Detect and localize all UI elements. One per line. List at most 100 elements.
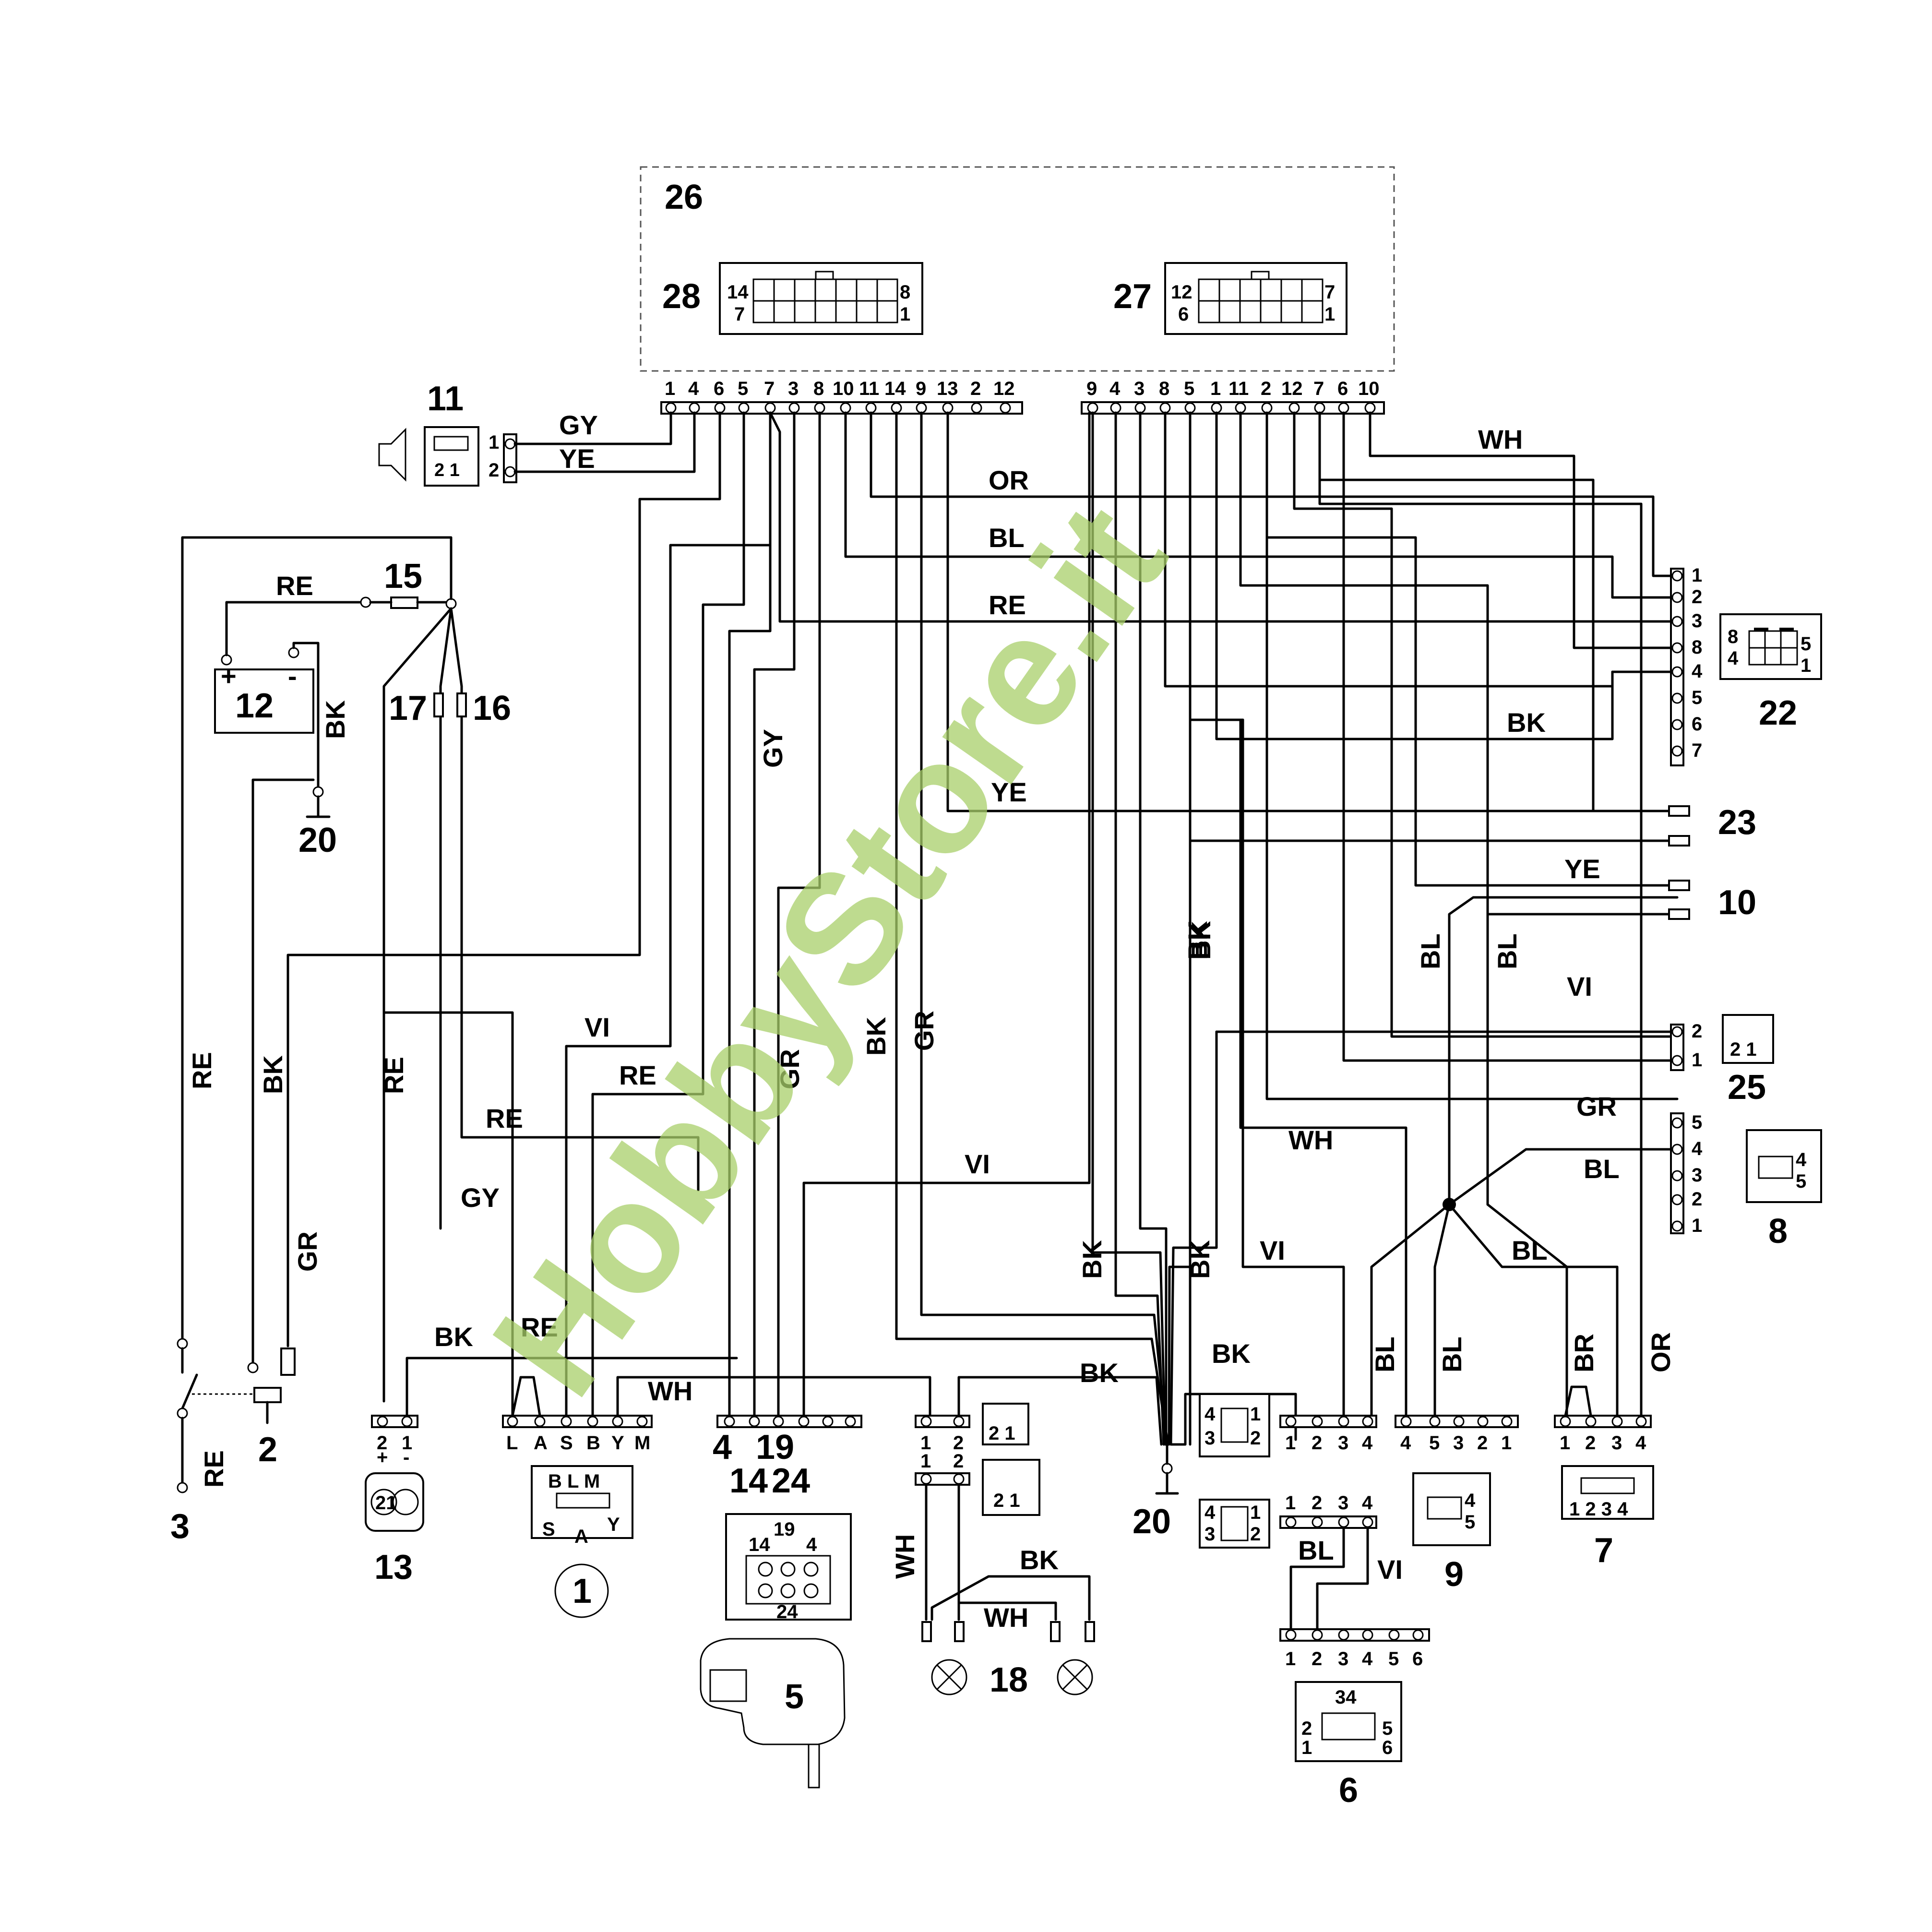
wire-vi-1234 (1241, 718, 1345, 1417)
c13-plus: + (377, 1447, 388, 1468)
c1-pin-A: A (534, 1432, 548, 1454)
c6-bot-pin-6: 6 (1412, 1648, 1423, 1670)
terminal-strip-left (660, 401, 1023, 415)
c6-pin-1: 1 (1285, 1492, 1296, 1514)
c1-plug-y: Y (607, 1514, 620, 1535)
wire-25-2 (1342, 411, 1679, 1062)
c22-plug-8: 8 (1728, 626, 1738, 647)
wire-fuse17-down (439, 607, 453, 1230)
label-23: 23 (1718, 803, 1756, 842)
wire-label: YE (1564, 854, 1600, 884)
pin-label: 1 (1210, 378, 1221, 399)
label-18: 18 (990, 1661, 1028, 1699)
wire-label: BL (1370, 1336, 1400, 1372)
terminal-strip-left-labels: 1 4 6 5 7 3 8 10 11 14 9 13 2 12 (665, 378, 1015, 399)
fuse-15 (390, 596, 418, 609)
wire-bl-junction-up (1448, 896, 1679, 1206)
wire-ye-horn (513, 411, 696, 473)
bulb-terminals (921, 1621, 1095, 1642)
wire-label: BL (1512, 1235, 1548, 1265)
wire-re-battery (225, 601, 364, 656)
pin-label: 11 (1228, 378, 1249, 399)
instrument-panel-outline (640, 166, 1395, 372)
wire-label: WH (890, 1534, 920, 1579)
wire-re-jumper (511, 1376, 541, 1417)
pin-label: 2 (970, 378, 981, 399)
c1-pin-B: B (586, 1432, 600, 1454)
terminal (360, 596, 371, 608)
plug-1: 1 (1250, 1404, 1261, 1425)
c1-pin-M: M (634, 1432, 650, 1454)
c22-pin-4: 4 (1692, 661, 1703, 682)
wire-label: BL (1298, 1535, 1334, 1565)
terminal-strip-right (1081, 401, 1385, 415)
c1-plug-a: A (574, 1526, 588, 1547)
c6-plug-6: 6 (1382, 1737, 1393, 1758)
wire-label: RE (486, 1103, 523, 1133)
key-switch-3 (177, 1338, 254, 1493)
label-24: 24 (772, 1462, 810, 1500)
pin-label: 4 (1109, 378, 1121, 399)
c28-pin-1: 1 (900, 304, 910, 325)
pin-label: 11 (859, 378, 879, 399)
c5-plug-4: 4 (806, 1534, 817, 1555)
c22-pin-6: 6 (1692, 714, 1702, 735)
c7-pin-4: 4 (1635, 1432, 1646, 1454)
wire-bundle-b (1239, 411, 1489, 1033)
wire-gr-14 (777, 411, 821, 1417)
c5-plug-14: 14 (749, 1534, 770, 1555)
wire-label: BK (1182, 921, 1213, 960)
label-16: 16 (473, 689, 511, 727)
wire-label: GR (775, 1049, 805, 1089)
wire-label: BL (1415, 933, 1445, 969)
c18-bot-pin-1: 1 (920, 1451, 931, 1472)
battery-minus: - (288, 661, 297, 691)
pin-label: 1 (665, 378, 675, 399)
c7-pin-2: 2 (1585, 1432, 1596, 1454)
label-28: 28 (662, 277, 701, 316)
c6-bot-pin-5: 5 (1388, 1648, 1399, 1670)
wire-bl-6 (1289, 1527, 1345, 1631)
connector-9: 4 5 3 2 1 4 5 (1395, 1415, 1519, 1546)
label-9: 9 (1444, 1555, 1464, 1594)
wire-label: GR (909, 1011, 939, 1051)
battery-12: 12 + - (214, 647, 314, 734)
c28-pin-14: 14 (727, 282, 749, 303)
wire-label: GR (292, 1231, 322, 1272)
ground-bundle-20 (895, 411, 1297, 1495)
connector-6: 4 3 1 2 1 2 3 4 1 2 3 4 5 6 34 2 1 5 6 (1199, 1492, 1430, 1762)
label-2: 2 (258, 1431, 277, 1469)
pin-label: 8 (813, 378, 824, 399)
wire-label: VI (1260, 1235, 1285, 1265)
c6-pin-3: 3 (1338, 1492, 1348, 1514)
c8-pin-1: 1 (1692, 1215, 1702, 1236)
wire-gr-8 (1265, 536, 1679, 1100)
c11-pin-2: 2 (489, 460, 499, 481)
wire-label: BK (1020, 1545, 1059, 1575)
pin-label: 9 (1086, 378, 1097, 399)
pin-2: 2 (1312, 1432, 1322, 1454)
connector-27: 12 6 7 1 (1164, 262, 1348, 335)
c22-plug-4: 4 (1728, 648, 1739, 669)
plug-2: 2 (1250, 1524, 1261, 1545)
pin-label: 3 (1134, 378, 1145, 399)
c6-bot-pin-1: 1 (1285, 1648, 1296, 1670)
connector-1234: 1 2 3 4 4 3 1 2 (1199, 1393, 1377, 1457)
label-15: 15 (384, 557, 422, 596)
wire-vi-25 (1293, 411, 1679, 1038)
c11-pin-1: 1 (489, 432, 499, 453)
wire-re-main (181, 536, 453, 1340)
c8-pin-3: 3 (1692, 1165, 1702, 1186)
c11-plug-label: 2 1 (434, 460, 460, 480)
relay-2 (247, 1348, 296, 1424)
c13-plug: 21 (375, 1492, 397, 1514)
label-8: 8 (1768, 1212, 1788, 1251)
wire-wh-18 (957, 1601, 1057, 1621)
pin-label: 4 (688, 378, 699, 399)
wire-gy-horn (513, 411, 672, 445)
wire-bl-22 (844, 411, 1679, 599)
c13-minus: - (403, 1447, 409, 1468)
c18-pin-2: 2 (953, 1432, 964, 1454)
wire-bk-ground-left (251, 778, 315, 1364)
